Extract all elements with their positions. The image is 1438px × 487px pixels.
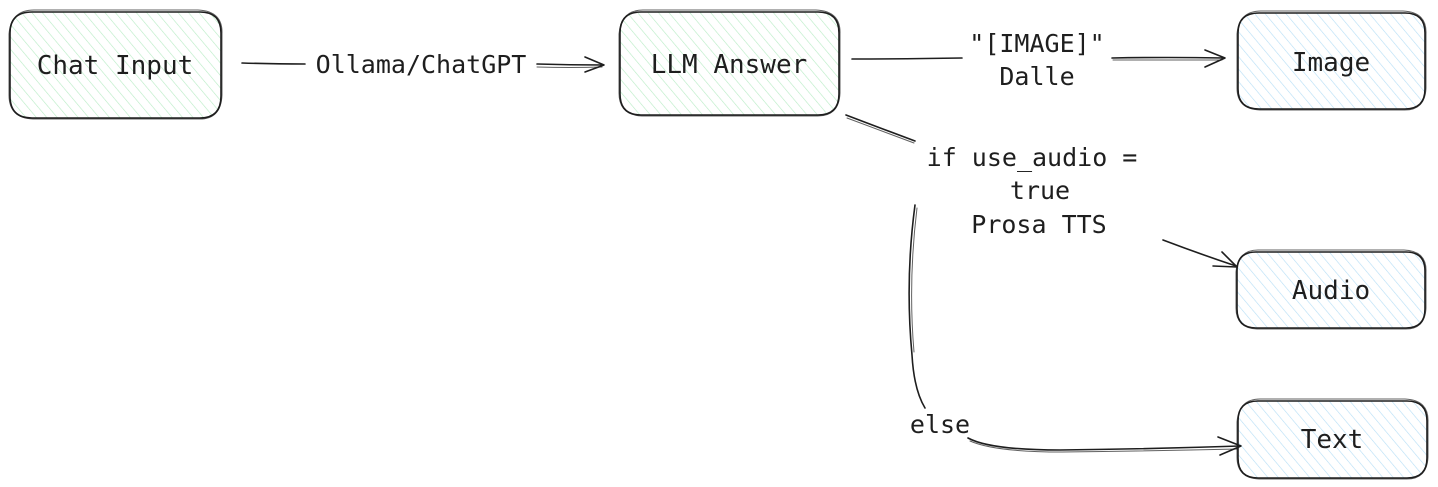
- edge-llm-to-image-label-2: Dalle: [999, 62, 1074, 91]
- node-audio[interactable]: Audio: [1235, 249, 1427, 330]
- edge-chat-to-llm: Ollama/ChatGPT: [241, 50, 605, 79]
- node-text-label: Text: [1301, 425, 1364, 455]
- node-llm-answer[interactable]: LLM Answer: [618, 9, 841, 117]
- node-text[interactable]: Text: [1236, 398, 1429, 480]
- edge-llm-to-audio: if use_audio = true Prosa TTS: [845, 114, 1238, 268]
- edge-llm-to-image: "[IMAGE]" Dalle: [851, 29, 1226, 91]
- node-chat-input-label: Chat Input: [37, 51, 194, 81]
- edge-llm-to-image-label-1: "[IMAGE]": [969, 29, 1104, 58]
- arrowhead: [1212, 251, 1238, 268]
- node-image-label: Image: [1292, 48, 1370, 78]
- arrowhead: [1217, 436, 1242, 456]
- node-image[interactable]: Image: [1236, 10, 1427, 111]
- node-llm-answer-label: LLM Answer: [651, 50, 808, 80]
- edge-llm-to-text-label: else: [910, 410, 970, 439]
- edge-chat-to-llm-label: Ollama/ChatGPT: [316, 50, 527, 79]
- arrowhead: [1204, 49, 1226, 68]
- edge-llm-to-text: else: [908, 204, 1242, 456]
- node-chat-input[interactable]: Chat Input: [8, 9, 223, 120]
- arrowhead: [584, 56, 605, 73]
- edge-llm-to-audio-label-2: true: [1010, 176, 1070, 205]
- edge-llm-to-audio-label-3: Prosa TTS: [971, 210, 1106, 239]
- edge-llm-to-audio-label-1: if use_audio =: [927, 143, 1138, 172]
- node-audio-label: Audio: [1292, 276, 1370, 306]
